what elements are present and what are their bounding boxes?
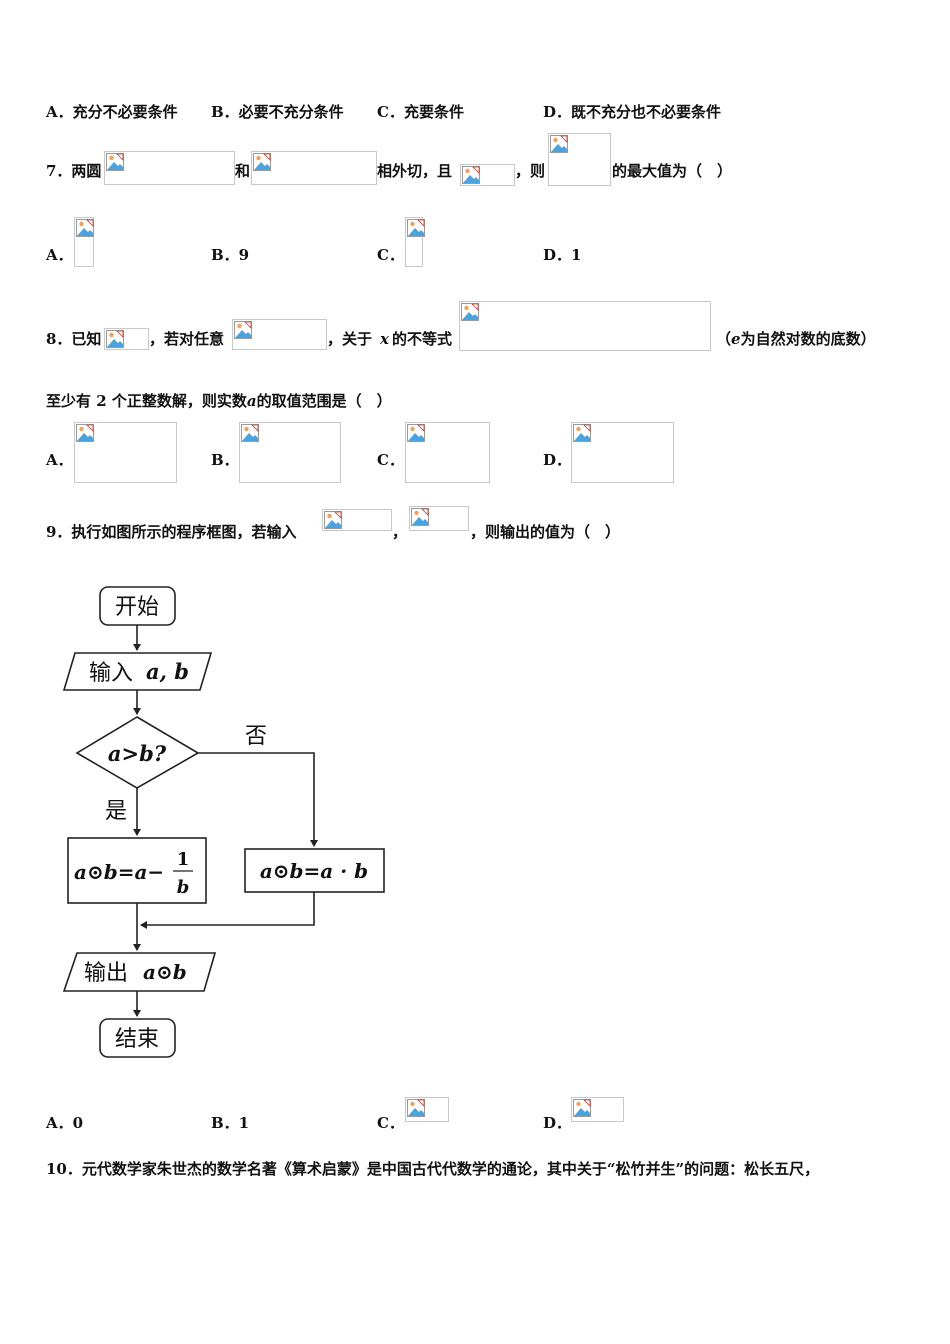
broken-image-icon xyxy=(411,508,429,526)
q8-note-open: （ xyxy=(716,330,732,348)
q7-option-c-image xyxy=(405,217,425,267)
q9-prefix: 9．执行如图所示的程序框图，若输入 xyxy=(46,523,297,541)
q9-comma: ， xyxy=(392,523,408,541)
q7-option-b: B．9 xyxy=(211,246,250,264)
broken-image-icon xyxy=(550,135,568,153)
q6-option-c: C．充要条件 xyxy=(377,103,464,121)
flow-output-var: a⊙b xyxy=(143,960,187,984)
q8-prefix: 8．已知 xyxy=(46,330,102,348)
q7-circle2-image xyxy=(251,151,377,185)
q6-option-b: B．必要不充分条件 xyxy=(211,103,344,121)
q8-option-a-image xyxy=(74,422,177,483)
broken-image-icon xyxy=(407,424,425,442)
q9-option-a: A．0 xyxy=(46,1114,84,1132)
q8-any: ，若对任意 xyxy=(149,330,225,348)
flow-yes-label: 是 xyxy=(105,799,127,824)
broken-image-icon xyxy=(106,330,124,348)
q7-mid: 相外切，且 xyxy=(377,162,453,180)
q8-var-x: x xyxy=(380,330,389,348)
q9-option-d-image xyxy=(571,1097,624,1122)
broken-image-icon xyxy=(407,1099,425,1117)
q8-line2: 至少有 2 个正整数解，则实数a的取值范围是（ ） xyxy=(46,392,392,410)
flow-no-box-text: a⊙b=a · b xyxy=(260,859,368,883)
flow-start-text: 开始 xyxy=(115,595,159,620)
flow-end-text: 结束 xyxy=(115,1027,159,1052)
flow-no-label: 否 xyxy=(245,724,267,749)
q7-then: ，则 xyxy=(515,162,546,180)
q8-domain-image xyxy=(232,319,327,350)
q8-option-a: A． xyxy=(46,451,73,469)
flow-output-label: 输出 xyxy=(84,961,128,986)
q8-note-rest: 为自然对数的底数） xyxy=(740,330,876,348)
broken-image-icon xyxy=(76,219,94,237)
q8-line2-b: 的取值范围是（ ） xyxy=(256,392,392,410)
q9-suffix: ，则输出的值为（ ） xyxy=(470,523,621,541)
q8-line2-a: 至少有 2 个正整数解，则实数 xyxy=(46,392,247,410)
flow-frac-den: b xyxy=(177,877,190,898)
q8-about: ，关于 xyxy=(327,330,373,348)
q6-option-a: A．充分不必要条件 xyxy=(46,103,178,121)
q7-option-a-image xyxy=(74,217,94,267)
flow-cond-text: a>b? xyxy=(108,741,167,766)
flow-input-box xyxy=(62,652,213,691)
q8-option-c-image xyxy=(405,422,490,483)
broken-image-icon xyxy=(241,424,259,442)
broken-image-icon xyxy=(462,166,480,184)
q7-expression-image xyxy=(548,133,611,186)
broken-image-icon xyxy=(253,153,271,171)
broken-image-icon xyxy=(324,511,342,529)
program-flowchart: 开始 输入 a, b a>b? 否 是 a⊙b=a− 1 b a⊙b=a · b… xyxy=(62,586,385,1058)
broken-image-icon xyxy=(76,424,94,442)
q7-condition-image xyxy=(460,164,515,186)
q8-option-d: D． xyxy=(543,451,572,469)
q8-option-c: C． xyxy=(377,451,404,469)
q10-text: 10．元代数学家朱世杰的数学名著《算术启蒙》是中国古代代数学的通论，其中关于“松… xyxy=(46,1160,820,1178)
flow-frac-num: 1 xyxy=(177,849,190,870)
q7-option-a: A． xyxy=(46,246,73,264)
q8-ineq: 的不等式 xyxy=(392,330,453,348)
q7-circle1-image xyxy=(104,151,235,185)
broken-image-icon xyxy=(573,424,591,442)
q7-option-c: C． xyxy=(377,246,404,264)
broken-image-icon xyxy=(234,321,252,339)
broken-image-icon xyxy=(106,153,124,171)
q9-option-b: B．1 xyxy=(211,1114,250,1132)
q9-option-d: D． xyxy=(543,1114,572,1132)
q7-option-d: D．1 xyxy=(543,246,582,264)
q6-option-d: D．既不充分也不必要条件 xyxy=(543,103,722,121)
q8-var-e: e xyxy=(731,330,741,348)
broken-image-icon xyxy=(573,1099,591,1117)
broken-image-icon xyxy=(461,303,479,321)
flow-output-box xyxy=(62,952,217,992)
q8-note: （e为自然对数的底数） xyxy=(716,330,876,348)
flow-input-vars: a, b xyxy=(146,659,189,684)
q8-option-b-image xyxy=(239,422,341,483)
q9-option-c-image xyxy=(405,1097,449,1122)
q8-option-d-image xyxy=(571,422,674,483)
q7-prefix: 7．两圆 xyxy=(46,162,102,180)
q9-option-c: C． xyxy=(377,1114,404,1132)
q7-suffix: 的最大值为（ ） xyxy=(612,162,733,180)
broken-image-icon xyxy=(407,219,425,237)
q7-and: 和 xyxy=(235,162,251,180)
flow-input-label: 输入 xyxy=(89,661,133,686)
flow-end-box xyxy=(99,1018,176,1058)
q8-inequality-image xyxy=(459,301,711,351)
q9-input-a-image xyxy=(322,509,392,531)
q9-input-b-image xyxy=(409,506,469,531)
q8-option-b: B． xyxy=(211,451,239,469)
q8-function-image xyxy=(104,328,149,350)
flow-yes-box-lhs: a⊙b=a− xyxy=(74,860,164,884)
q8-var-a: a xyxy=(246,392,257,410)
